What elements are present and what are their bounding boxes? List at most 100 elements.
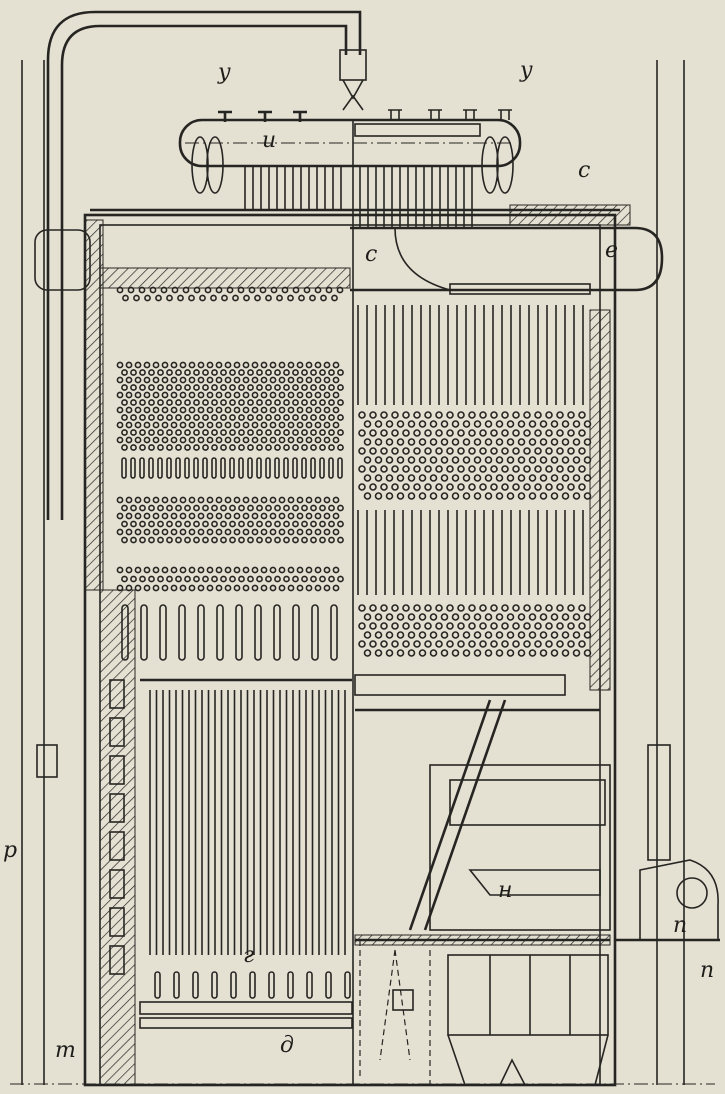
tube-circle xyxy=(446,483,454,491)
tube-circle xyxy=(490,604,498,612)
tube-circle xyxy=(229,504,236,512)
label-e: е xyxy=(605,238,619,263)
tube-circle xyxy=(233,566,241,574)
tube-circle xyxy=(310,414,317,421)
tube-circle xyxy=(495,649,504,657)
tube-circle xyxy=(550,631,559,639)
wall-opening xyxy=(109,831,125,861)
tube-loop xyxy=(130,457,136,479)
tube-circle xyxy=(578,429,586,437)
tube-circle xyxy=(148,429,155,436)
tube-circle xyxy=(385,420,394,428)
upper-drum xyxy=(90,109,620,228)
tube-stub xyxy=(230,971,237,999)
tube-circle xyxy=(314,391,322,399)
tube-circle xyxy=(139,399,146,406)
stoker-and-hopper xyxy=(354,674,611,1086)
tube-circle xyxy=(193,575,200,583)
tube-circle xyxy=(211,414,218,421)
tube-circle xyxy=(121,369,128,376)
tube-circle xyxy=(451,649,460,657)
tube-circle xyxy=(197,376,205,384)
wall-opening xyxy=(109,907,125,937)
tube-circle xyxy=(328,520,335,528)
tube-circle xyxy=(424,411,432,419)
tube-circle xyxy=(572,631,581,639)
tube-circle xyxy=(170,406,178,414)
tube-circle xyxy=(138,286,146,294)
tube-circle xyxy=(206,406,214,414)
tube-circle xyxy=(523,447,531,455)
tube-circle xyxy=(435,411,443,419)
tube-circle xyxy=(429,613,438,621)
tube-circle xyxy=(413,622,421,630)
tube-circle xyxy=(233,512,241,520)
tube-circle xyxy=(247,504,254,512)
tube-circle xyxy=(385,631,394,639)
tube-circle xyxy=(484,456,493,464)
tube-circle xyxy=(369,483,377,491)
tube-circle xyxy=(134,436,142,444)
tube-loop xyxy=(292,457,298,479)
tube-circle xyxy=(501,447,509,455)
tube-circle xyxy=(116,436,124,444)
nozzle xyxy=(428,109,442,120)
tube-circle xyxy=(534,640,542,648)
tube-circle xyxy=(418,492,427,500)
tube-circle xyxy=(468,604,476,612)
tube-circle xyxy=(528,649,537,657)
tube-circle xyxy=(170,496,178,504)
tube-circle xyxy=(517,613,526,621)
tube-circle xyxy=(424,429,432,437)
tube-circle xyxy=(301,429,308,436)
tube-circle xyxy=(193,536,200,544)
tube-circle xyxy=(134,391,142,399)
tube-circle xyxy=(385,474,394,482)
tube-circle xyxy=(229,575,236,583)
tube-circle xyxy=(328,536,335,544)
tube-circle xyxy=(161,421,169,429)
tube-circle xyxy=(358,411,366,419)
tube-circle xyxy=(175,520,182,528)
tube-circle xyxy=(391,447,399,455)
tube-circle xyxy=(233,528,241,536)
tube-circle xyxy=(296,436,304,444)
tube-circle xyxy=(336,286,344,294)
tube-circle xyxy=(210,294,217,302)
tube-circle xyxy=(473,631,482,639)
tube-circle xyxy=(374,438,383,446)
tube-circle xyxy=(274,536,281,544)
tube-circle xyxy=(197,361,205,369)
tube-loop xyxy=(256,457,262,479)
tube-circle xyxy=(363,420,372,428)
tube-circle xyxy=(278,584,286,592)
tube-circle xyxy=(283,575,290,583)
tube-circle xyxy=(143,391,151,399)
tube-loop xyxy=(328,457,334,479)
tube-circle xyxy=(319,504,326,512)
tube-loop xyxy=(184,457,190,479)
tube-circle xyxy=(495,631,504,639)
tube-circle xyxy=(479,429,487,437)
tube-circle xyxy=(301,399,308,406)
tube-circle xyxy=(479,640,487,648)
tube-circle xyxy=(193,429,200,436)
tube-circle xyxy=(232,294,239,302)
tube-banks xyxy=(116,286,592,1029)
tube-circle xyxy=(125,528,133,536)
tube-circle xyxy=(446,411,454,419)
tube-circle xyxy=(328,444,335,451)
tube-circle xyxy=(139,504,146,512)
tube-circle xyxy=(125,376,133,384)
tube-circle xyxy=(265,384,272,391)
tube-circle xyxy=(314,528,322,536)
tube-circle xyxy=(130,429,137,436)
tube-circle xyxy=(215,528,223,536)
tube-circle xyxy=(229,384,236,391)
tube-circle xyxy=(157,414,164,421)
tube-circle xyxy=(407,420,416,428)
tube-circle xyxy=(396,649,405,657)
tube-circle xyxy=(274,399,281,406)
tube-circle xyxy=(197,496,205,504)
tube-circle xyxy=(139,520,146,528)
